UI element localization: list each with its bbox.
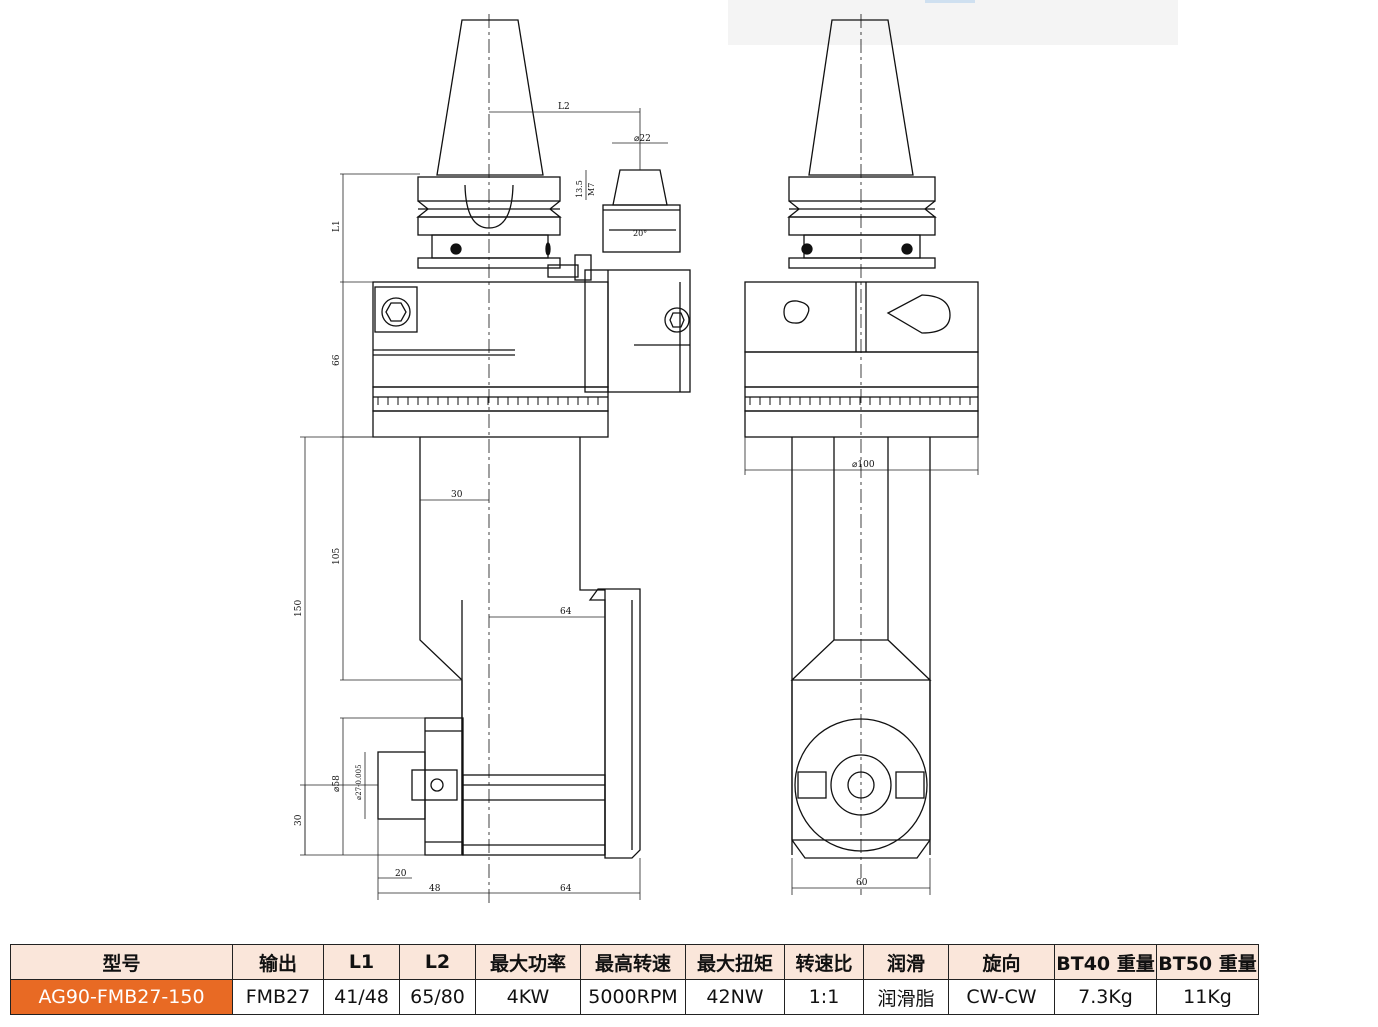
header-L1: L1 [323, 944, 400, 980]
dim-64-mid: 64 [560, 607, 572, 617]
dim-phi100: ⌀100 [852, 460, 875, 470]
front-dimension-labels: L2 ⌀22 13.5 M7 20° L1 66 30 105 150 64 ⌀… [294, 102, 651, 894]
header-max-torque: 最大扭矩 [685, 944, 785, 980]
header-max-speed: 最高转速 [580, 944, 686, 980]
front-dimensions [300, 108, 668, 900]
header-max-power: 最大功率 [475, 944, 581, 980]
dim-105: 105 [332, 548, 342, 565]
dim-48: 48 [429, 884, 441, 894]
cell-model: AG90-FMB27-150 [10, 979, 233, 1015]
dim-phi27: ⌀27-0.005 [355, 764, 363, 800]
header-model: 型号 [10, 944, 233, 980]
cell-max-power: 4KW [475, 979, 581, 1015]
dim-64-bottom: 64 [560, 884, 572, 894]
dim-60: 60 [856, 878, 868, 888]
technical-drawing: L2 ⌀22 13.5 M7 20° L1 66 30 105 150 64 ⌀… [294, 0, 1178, 905]
header-speed-ratio: 转速比 [784, 944, 864, 980]
dim-M7: M7 [587, 183, 596, 196]
cell-max-speed: 5000RPM [580, 979, 686, 1015]
dim-150: 150 [294, 600, 304, 617]
cell-max-torque: 42NW [685, 979, 785, 1015]
dim-phi22: ⌀22 [634, 134, 651, 144]
cell-rotation: CW-CW [948, 979, 1055, 1015]
side-dimension-labels: ⌀100 60 [852, 460, 875, 888]
dim-phi58: ⌀58 [332, 775, 342, 792]
table-header-row: 型号 输出 L1 L2 最大功率 最高转速 最大扭矩 转速比 润滑 旋向 BT4… [10, 944, 1259, 980]
side-dimensions [744, 437, 979, 895]
header-bt50-weight: BT50 重量 [1156, 944, 1259, 980]
cell-speed-ratio: 1:1 [784, 979, 864, 1015]
dim-66: 66 [332, 354, 342, 366]
cell-L1: 41/48 [323, 979, 400, 1015]
cell-bt40-weight: 7.3Kg [1054, 979, 1157, 1015]
header-rotation: 旋向 [948, 944, 1055, 980]
header-output: 输出 [232, 944, 324, 980]
header-bt40-weight: BT40 重量 [1054, 944, 1157, 980]
dim-L1: L1 [332, 220, 342, 232]
cell-L2: 65/80 [399, 979, 476, 1015]
cell-bt50-weight: 11Kg [1156, 979, 1259, 1015]
side-view [744, 14, 979, 895]
top-artifact-tab [925, 0, 975, 3]
dim-20: 20 [395, 869, 407, 879]
table-row: AG90-FMB27-150 FMB27 41/48 65/80 4KW 500… [10, 979, 1259, 1015]
header-L2: L2 [399, 944, 476, 980]
dim-angle-20: 20° [633, 229, 647, 238]
front-view [372, 14, 691, 905]
dim-30-bottom: 30 [294, 814, 304, 826]
spec-table: 型号 输出 L1 L2 最大功率 最高转速 最大扭矩 转速比 润滑 旋向 BT4… [10, 944, 1259, 1015]
top-artifact [728, 0, 1178, 45]
cell-lubrication: 润滑脂 [863, 979, 949, 1015]
dim-30-top: 30 [451, 490, 463, 500]
dim-L2: L2 [558, 102, 570, 112]
dim-13-5: 13.5 [575, 180, 584, 198]
cell-output: FMB27 [232, 979, 324, 1015]
header-lubrication: 润滑 [863, 944, 949, 980]
